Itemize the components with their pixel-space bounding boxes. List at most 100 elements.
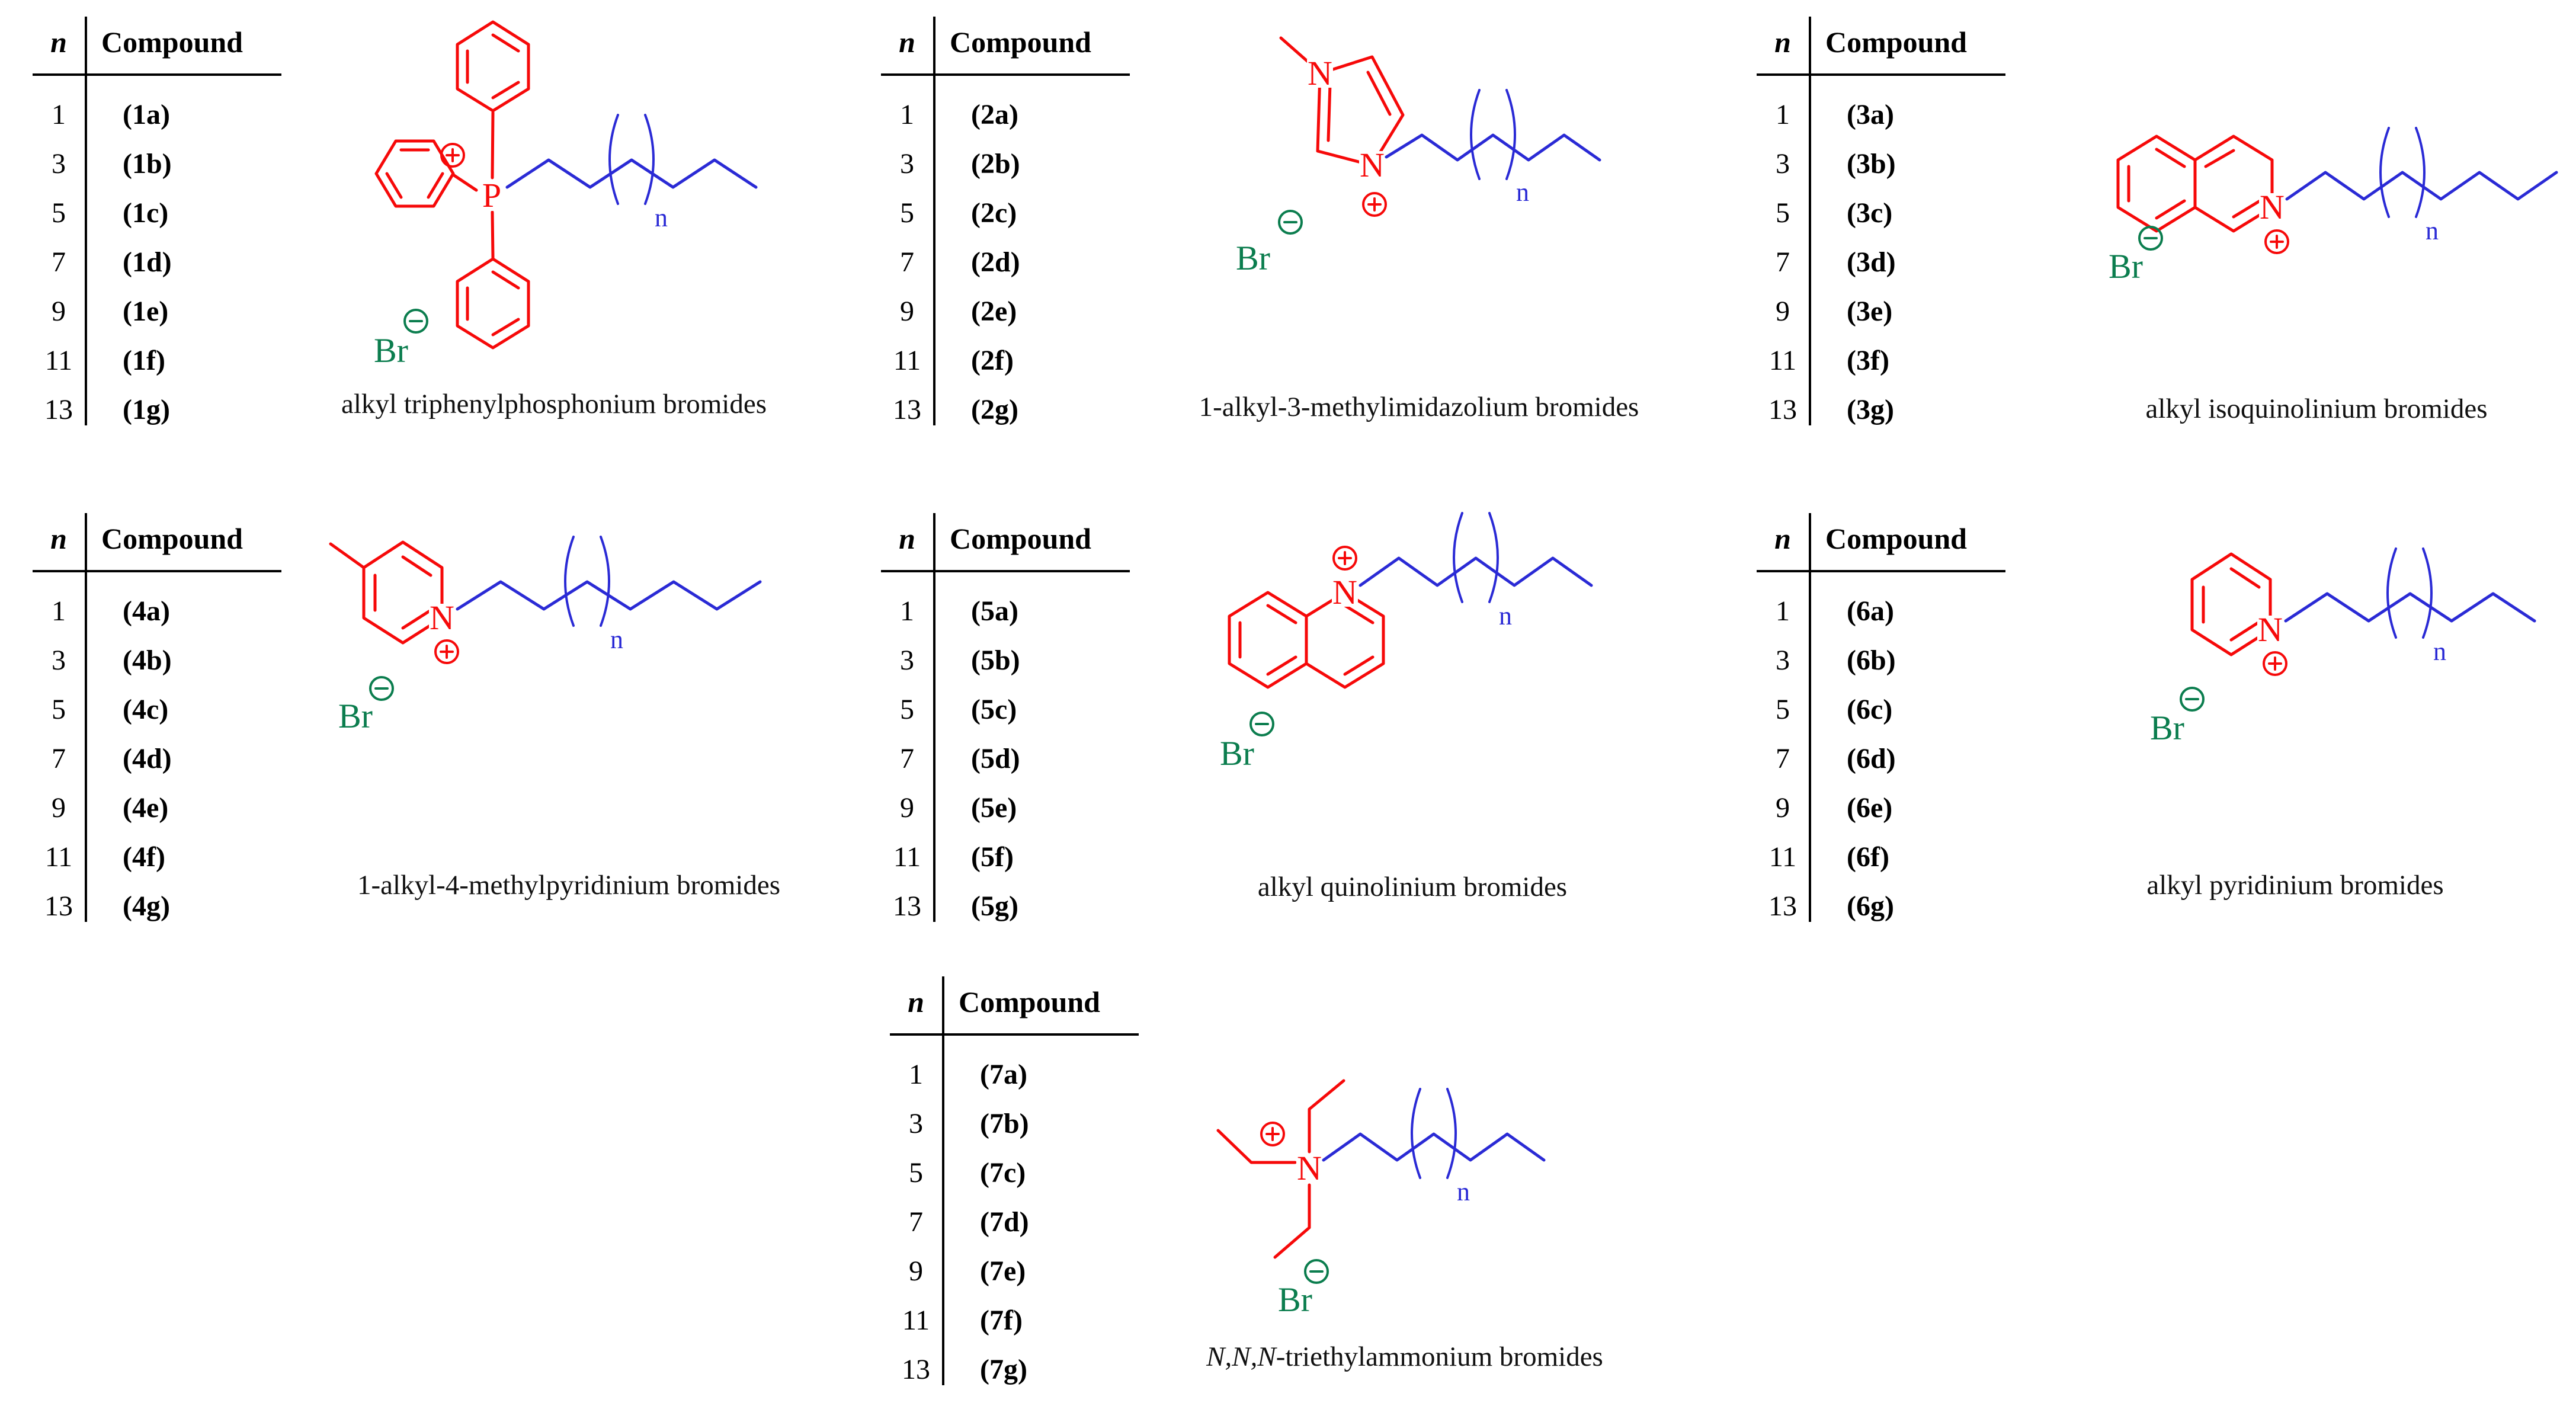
compound-label: (5g) xyxy=(971,891,1018,922)
structure-caption-4: 1-alkyl-4-methylpyridinium bromides xyxy=(273,869,865,901)
n-value: 3 xyxy=(900,148,914,180)
caption-text: alkyl triphenylphosphonium bromides xyxy=(341,389,767,419)
compound-label: (3a) xyxy=(1847,99,1894,130)
n-value: 1 xyxy=(52,99,66,130)
structure-caption-2: 1-alkyl-3-methylimidazolium bromides xyxy=(1123,391,1715,423)
n-value: 3 xyxy=(900,645,914,676)
alkyl-chain xyxy=(1322,1132,1546,1162)
structure-caption-1: alkyl triphenylphosphonium bromides xyxy=(258,388,850,420)
charge-minus-icon xyxy=(1304,1259,1329,1284)
caption-text: alkyl quinolinium bromides xyxy=(1257,872,1568,902)
charge-minus-icon xyxy=(2138,226,2163,251)
ethyl-group-icon xyxy=(1216,1079,1345,1259)
n-value: 5 xyxy=(1776,197,1790,229)
compound-label: (6e) xyxy=(1847,792,1893,824)
repeat-parentheses xyxy=(608,114,655,205)
compound-label: (3g) xyxy=(1847,394,1894,425)
n-value: 1 xyxy=(52,595,66,627)
alkyl-chain xyxy=(505,158,758,189)
n-value: 3 xyxy=(909,1108,923,1139)
table-header-rule xyxy=(33,73,281,76)
charge-plus-icon xyxy=(1260,1122,1285,1146)
table-divider xyxy=(933,513,935,922)
n-value: 7 xyxy=(900,743,914,774)
n-value: 7 xyxy=(909,1206,923,1238)
caption-italic: N,N,N xyxy=(1206,1341,1276,1372)
repeat-n-label: n xyxy=(1457,1177,1470,1206)
repeat-parentheses xyxy=(1470,89,1516,180)
methyl-bond xyxy=(1279,36,1312,66)
n-value: 9 xyxy=(52,792,66,824)
n-value: 11 xyxy=(44,841,73,873)
n-value: 7 xyxy=(1776,246,1790,278)
n-value: 11 xyxy=(44,345,73,376)
compound-label: (7g) xyxy=(980,1354,1027,1385)
table-divider xyxy=(1809,513,1811,922)
column-header-compound: Compound xyxy=(950,522,1091,555)
pyridinium-ring-icon xyxy=(2190,552,2272,656)
compound-label: (7f) xyxy=(980,1305,1023,1336)
compound-table-2: n Compound 1(2a) 3(2b) 5(2c) 7(2d) 9(2e)… xyxy=(881,17,1130,425)
phosphorus-label: P xyxy=(482,176,501,214)
compound-label: (4b) xyxy=(123,645,172,676)
caption-text: 1-alkyl-4-methylpyridinium bromides xyxy=(357,870,781,901)
n-value: 7 xyxy=(1776,743,1790,774)
compound-label: (4g) xyxy=(123,891,170,922)
compound-label: (2b) xyxy=(971,148,1020,180)
bond xyxy=(451,173,478,192)
n-value: 9 xyxy=(909,1255,923,1287)
compound-label: (1f) xyxy=(123,345,165,376)
repeat-parentheses xyxy=(1411,1088,1457,1179)
n-value: 9 xyxy=(900,792,914,824)
compound-label: (6d) xyxy=(1847,743,1896,774)
compound-label: (4c) xyxy=(123,694,169,725)
compound-label: (2c) xyxy=(971,197,1017,229)
compound-label: (7d) xyxy=(980,1206,1029,1238)
n-value: 5 xyxy=(52,197,66,229)
repeat-parentheses xyxy=(564,536,610,627)
n-value: 13 xyxy=(44,891,73,922)
compound-label: (5c) xyxy=(971,694,1017,725)
isoquinolinium-ring-icon xyxy=(2116,134,2274,233)
n-value: 11 xyxy=(1768,841,1797,873)
repeat-n-label: n xyxy=(2426,216,2439,245)
bond xyxy=(491,111,495,180)
table-header-rule xyxy=(33,570,281,572)
column-header-n: n xyxy=(50,25,67,59)
charge-plus-icon xyxy=(440,143,465,168)
repeat-parentheses xyxy=(1453,512,1499,603)
n-value: 7 xyxy=(52,246,66,278)
alkyl-chain xyxy=(1359,556,1593,587)
charge-minus-icon xyxy=(403,309,428,334)
column-header-n: n xyxy=(899,522,915,555)
n-value: 9 xyxy=(52,296,66,327)
bromide-label: Br xyxy=(338,697,373,735)
compound-table-5: n Compound 1(5a) 3(5b) 5(5c) 7(5d) 9(5e)… xyxy=(881,513,1130,922)
nitrogen-label: N xyxy=(2258,610,2283,649)
compound-label: (6a) xyxy=(1847,595,1894,627)
n-value: 11 xyxy=(893,841,921,873)
compound-label: (1g) xyxy=(123,394,170,425)
compound-label: (4e) xyxy=(123,792,169,824)
compound-label: (6c) xyxy=(1847,694,1893,725)
compound-label: (6b) xyxy=(1847,645,1896,676)
n-value: 5 xyxy=(900,694,914,725)
n-value: 3 xyxy=(52,645,66,676)
repeat-n-label: n xyxy=(1516,178,1529,207)
column-header-compound: Compound xyxy=(101,522,243,555)
compound-table-4: n Compound 1(4a) 3(4b) 5(4c) 7(4d) 9(4e)… xyxy=(33,513,281,922)
caption-text: alkyl pyridinium bromides xyxy=(2146,870,2444,901)
phenyl-ring-icon xyxy=(456,20,530,113)
n-value: 7 xyxy=(900,246,914,278)
table-divider xyxy=(85,513,87,922)
bromide-label: Br xyxy=(1278,1280,1312,1319)
table-divider xyxy=(1809,17,1811,425)
table-header-rule xyxy=(1757,73,2005,76)
n-value: 13 xyxy=(1768,891,1797,922)
compound-label: (1e) xyxy=(123,296,169,327)
n-value: 11 xyxy=(893,345,921,376)
n-value: 5 xyxy=(52,694,66,725)
n-value: 5 xyxy=(909,1157,923,1189)
